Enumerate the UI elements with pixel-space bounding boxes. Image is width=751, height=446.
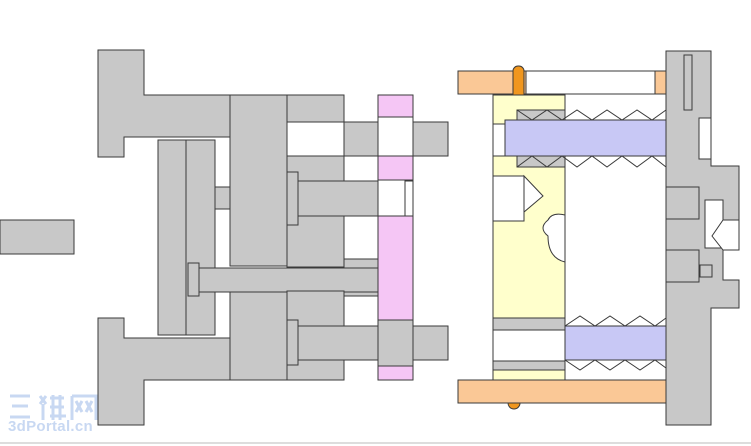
rear-plate-right — [185, 139, 216, 336]
ejector-plate-pink — [377, 94, 414, 381]
fixed-platen — [665, 50, 740, 426]
watermark-logo-icon — [10, 394, 98, 420]
locating-pin-bottom — [507, 402, 521, 410]
cooling-channel-bottom — [492, 315, 667, 371]
clamp-rail-bottom — [457, 379, 667, 404]
center-ejector-rod — [187, 258, 379, 297]
main-plate-lower — [229, 291, 288, 381]
lower-guide-pin — [286, 319, 449, 366]
rear-plate-left — [157, 139, 187, 336]
watermark-url: 3dPortal.cn — [8, 418, 93, 435]
main-plate-upper — [214, 94, 288, 267]
top-rod — [286, 94, 449, 157]
sprue-bushing — [665, 186, 740, 283]
ejector-rod-left — [0, 219, 75, 255]
watermark: 3dPortal.cn — [8, 392, 108, 440]
